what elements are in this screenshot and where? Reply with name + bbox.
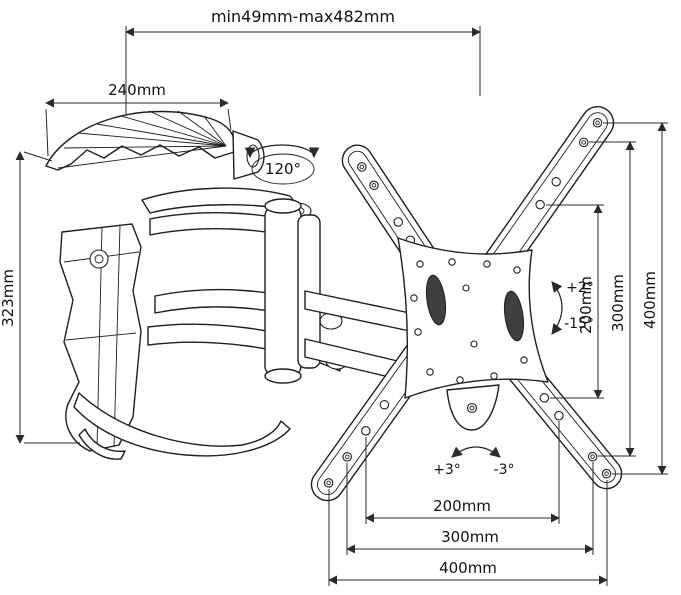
tilt-angle-indicator: +2° -15° <box>551 280 594 335</box>
vesa-v-200-label: 200mm <box>577 276 595 334</box>
vesa-h-400-label: 400mm <box>439 559 497 577</box>
dim-vesa-horizontal-300: 300mm <box>346 462 594 555</box>
vesa-plate <box>310 106 623 502</box>
fan-ribs <box>57 110 227 169</box>
rotation-plus-label: +3° <box>433 462 461 478</box>
vesa-arm-top-right <box>475 106 615 291</box>
rotation-angle-indicator: +3° -3° <box>433 446 515 478</box>
vesa-h-300-label: 300mm <box>441 528 499 546</box>
tilt-down-label: -15° <box>564 316 594 332</box>
dim-vesa-vertical-200: 200mm <box>546 204 604 399</box>
tilt-up-label: +2° <box>566 280 594 296</box>
dim-left-height: 323mm <box>0 151 80 444</box>
top-width-label: 240mm <box>108 81 166 99</box>
swivel-angle-label: 120° <box>265 160 301 178</box>
extension-range-label: min49mm-max482mm <box>211 7 395 26</box>
dim-vesa-vertical-400: 400mm <box>603 122 668 475</box>
wall-arm-assembly <box>45 110 349 460</box>
plate-slot-right <box>503 290 525 342</box>
dim-extension-range: min49mm-max482mm <box>125 7 481 114</box>
plate-slot-left <box>425 274 447 326</box>
dim-top-width: 240mm <box>45 81 232 157</box>
swivel-angle-indicator: 120° <box>244 144 320 185</box>
dim-vesa-vertical-300: 300mm <box>589 141 636 457</box>
rotation-arrow-icon <box>451 446 501 458</box>
tilt-arrow-icon <box>551 281 563 335</box>
rotation-minus-label: -3° <box>494 462 515 478</box>
dim-vesa-horizontal-200: 200mm <box>365 421 560 524</box>
dim-vesa-horizontal-400: 400mm <box>328 480 608 586</box>
mounting-holes <box>410 258 528 384</box>
vesa-v-400-label: 400mm <box>641 271 659 329</box>
left-height-label: 323mm <box>0 269 17 327</box>
swivel-arrow-icon <box>244 144 320 159</box>
vesa-h-200-label: 200mm <box>433 497 491 515</box>
vesa-v-300-label: 300mm <box>609 274 627 332</box>
